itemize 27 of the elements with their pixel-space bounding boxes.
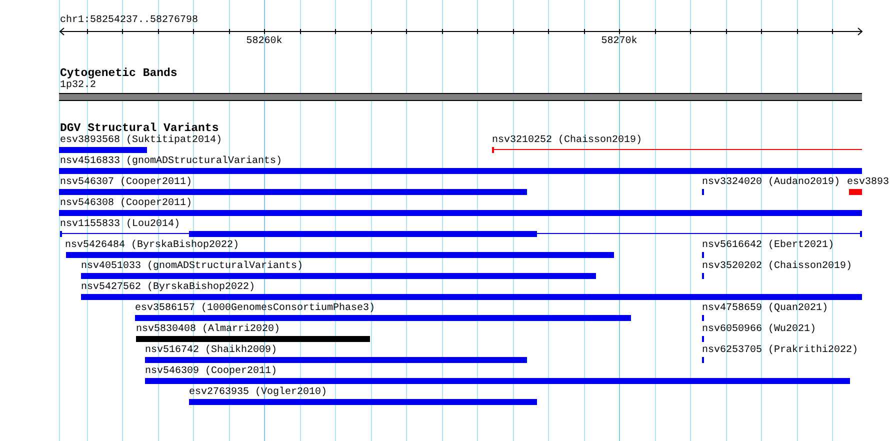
variant-label: nsv5616642 (Ebert2021): [702, 240, 834, 251]
variant-label: nsv4758659 (Quan2021): [702, 303, 828, 314]
track-heading: Cytogenetic Bands: [60, 68, 178, 80]
variant-label: nsv5830408 (Almarri2020): [136, 324, 280, 335]
variant-label: nsv6253705 (Prakrithi2022): [702, 345, 858, 356]
variant-label: esv3893568 (Suktitipat2014): [60, 135, 222, 146]
variant-label: nsv546308 (Cooper2011): [60, 198, 192, 209]
variant-label: nsv5427562 (ByrskaBishop2022): [81, 282, 256, 293]
variant-label: nsv3324020 (Audano2019): [702, 177, 840, 188]
variant-label: nsv546309 (Cooper2011): [145, 366, 278, 377]
tick-label: 58270k: [601, 36, 638, 47]
variant-label: nsv6050966 (Wu2021): [702, 324, 816, 335]
track-heading: DGV Structural Variants: [60, 123, 219, 135]
variant-label: nsv3520202 (Chaisson2019): [702, 261, 852, 272]
variant-label: esv3586157 (1000GenomesConsortiumPhase3): [135, 303, 376, 314]
tick-label: 58260k: [246, 36, 282, 47]
variant-label: nsv4051033 (gnomADStructuralVariants): [81, 261, 304, 272]
variant-label: nsv1155833 (Lou2014): [60, 219, 180, 230]
variant-label: esv2763935 (Vogler2010): [189, 387, 328, 398]
location-label: chr1:58254237..58276798: [60, 15, 198, 26]
variant-label: esv3893: [847, 177, 890, 188]
variant-label: nsv516742 (Shaikh2009): [145, 345, 278, 356]
variant-label: nsv3210252 (Chaisson2019): [492, 135, 642, 146]
variant-label: nsv546307 (Cooper2011): [60, 177, 192, 188]
band-label: 1p32.2: [60, 80, 96, 91]
variant-label: nsv4516833 (gnomADStructuralVariants): [60, 156, 282, 167]
variant-label: nsv5426484 (ByrskaBishop2022): [65, 240, 240, 251]
